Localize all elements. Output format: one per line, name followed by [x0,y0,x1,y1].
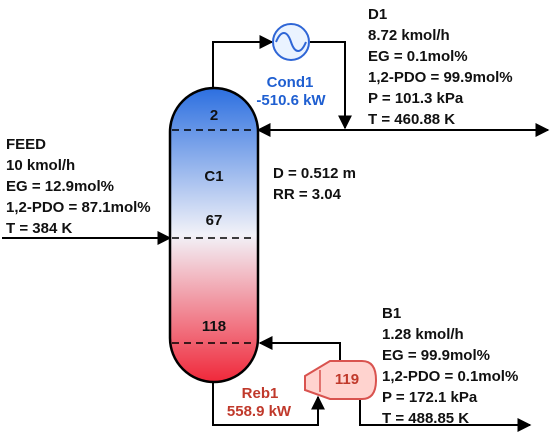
bottoms-title: B1 [382,305,401,322]
condenser[interactable] [272,23,310,61]
distillate-pressure: P = 101.3 kPa [368,90,464,107]
kettle-reboiler-icon [304,360,378,400]
reboiler-duty-label: 558.9 kW [227,403,292,420]
distillate-pdo: 1,2-PDO = 99.9mol% [368,69,513,86]
condenser-coil [275,32,307,52]
boilup-line [258,336,341,367]
feed-title: FEED [6,136,46,153]
bottoms-pressure: P = 172.1 kPa [382,389,478,406]
bottoms-flow: 1.28 kmol/h [382,326,464,343]
stage-feed-label: 67 [206,212,223,229]
bottoms-product-line [359,400,532,432]
distillate-temp: T = 460.88 K [368,111,455,128]
bottoms-pdo: 1,2-PDO = 0.1mol% [382,368,518,385]
bottoms-eg: EG = 99.9mol% [382,347,490,364]
reboiler-name-label: Reb1 [242,385,279,402]
distillate-flow: 8.72 kmol/h [368,27,450,44]
feed-pdo: 1,2-PDO = 87.1mol% [6,199,151,216]
bottoms-temp: T = 488.85 K [382,410,469,427]
bottoms-draw-line [212,381,325,426]
condenser-duty-label: -510.6 kW [256,92,326,109]
reboiler-stage-label: 119 [335,371,359,388]
stage-top-label: 2 [210,107,218,124]
column-reflux-ratio-label: RR = 3.04 [273,186,342,203]
reboiler[interactable] [304,360,378,400]
column-diameter-label: D = 0.512 m [273,165,356,182]
distillate-title: D1 [368,6,387,23]
column-name-label: C1 [204,168,223,185]
feed-flow: 10 kmol/h [6,157,75,174]
condenser-outlet-line [310,41,352,130]
feed-eg: EG = 12.9mol% [6,178,114,195]
condenser-name-label: Cond1 [267,74,314,91]
distillation-column[interactable] [168,86,260,384]
feed-temp: T = 384 K [6,220,72,237]
overhead-vapor-line [212,35,274,95]
distillate-eg: EG = 0.1mol% [368,48,468,65]
stage-bottom-label: 118 [202,318,226,335]
